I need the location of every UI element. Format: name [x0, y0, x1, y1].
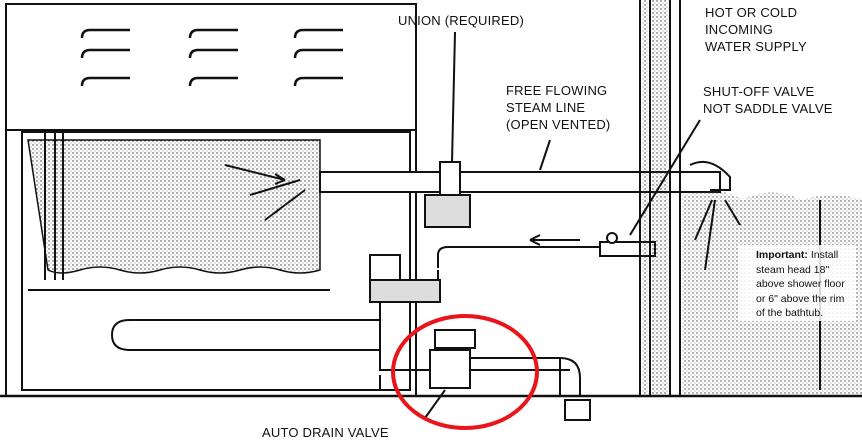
water-supply-line-2: INCOMING [705, 22, 774, 37]
note-line: steam head 18" [756, 263, 830, 276]
tank-water [27, 139, 321, 274]
water-supply-line-1: HOT OR COLD [705, 5, 798, 20]
heating-element [110, 319, 380, 351]
steam-line-line-1: FREE FLOWING [506, 83, 608, 98]
highlight-circle [391, 314, 539, 430]
water-supply-label: HOT OR COLD INCOMING WATER SUPPLY [705, 4, 807, 55]
steam-line-pipe [319, 171, 721, 193]
important-note: Important: Install steam head 18" above … [756, 248, 845, 321]
shutoff-line-2: NOT SADDLE VALVE [703, 101, 833, 116]
union-label: UNION (REQUIRED) [398, 13, 524, 28]
steam-line-line-2: STEAM LINE [506, 100, 586, 115]
auto-drain-label: AUTO DRAIN VALVE [262, 425, 389, 440]
note-line: of the bathtub. [756, 307, 824, 319]
note-line: or 6" above the rim [756, 292, 845, 305]
shutoff-line-1: SHUT-OFF VALVE [703, 84, 815, 99]
vent-slots [80, 28, 343, 87]
shutoff-valve-label: SHUT-OFF VALVE NOT SADDLE VALVE [703, 83, 833, 117]
steam-line-line-3: (OPEN VENTED) [506, 117, 611, 132]
steam-line-label: FREE FLOWING STEAM LINE (OPEN VENTED) [506, 82, 610, 133]
water-supply-line-3: WATER SUPPLY [705, 39, 807, 54]
note-line: above shower floor [756, 278, 845, 290]
note-line: Install [807, 249, 839, 261]
note-heading: Important: [756, 249, 808, 261]
